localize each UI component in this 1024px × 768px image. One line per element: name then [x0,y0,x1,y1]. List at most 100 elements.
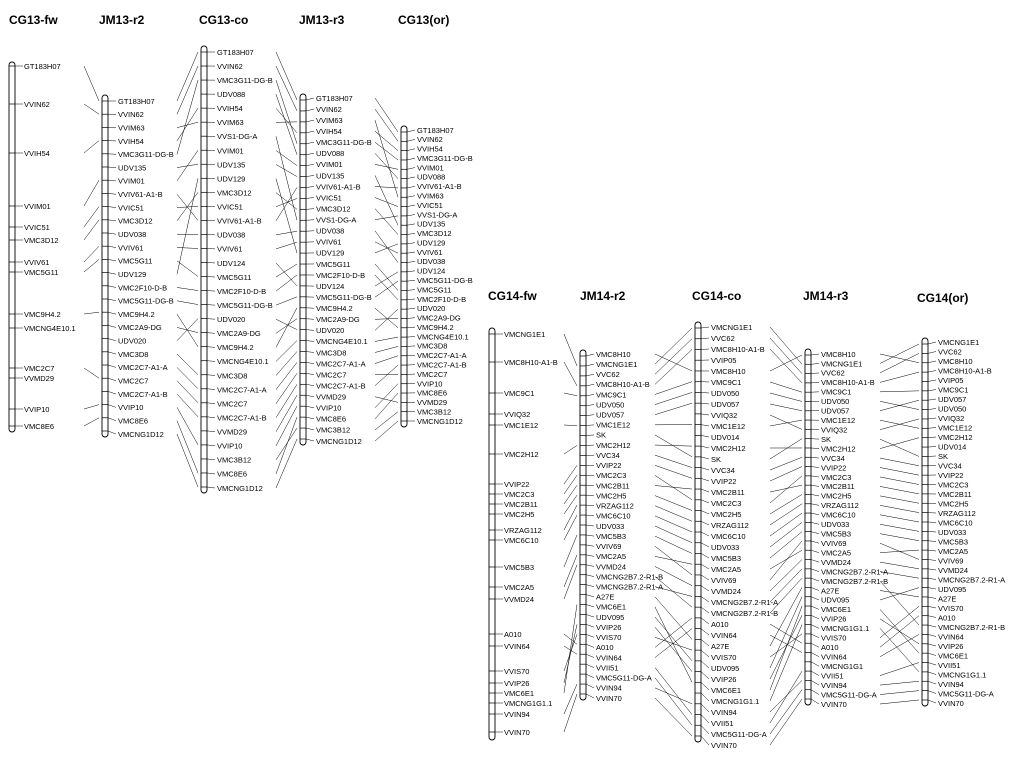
marker-leader [700,606,710,614]
marker-leader [810,363,820,365]
marker-label: VMCNG1E1 [596,360,637,369]
homology-line [879,343,920,364]
marker-leader [585,634,595,638]
marker-leader [700,488,710,493]
marker-label: VMC8H10-A1-B [596,380,650,389]
homology-line [563,624,578,684]
marker-label: VVIV61-A1-B [316,182,361,191]
marker-label: VVIM63 [417,192,444,201]
marker-leader [810,512,820,516]
homology-line [654,349,693,385]
marker-leader [406,204,416,207]
homology-line [769,698,803,746]
marker-label: VMCNG1G1.1 [711,697,759,706]
homology-line [83,367,100,379]
marker-label: VMC9H4.2 [316,304,353,313]
marker-label: VVMD24 [504,595,534,604]
marker-label: VMC2C3 [504,490,534,499]
homology-line [879,662,920,676]
homology-line [275,230,298,236]
marker-label: VVIP26 [938,642,963,651]
marker-label: VMC2A9-DG [316,315,360,324]
marker-label: VMC6C10 [596,512,631,521]
marker-label: VVIC51 [24,223,50,232]
homology-line [374,396,399,403]
homology-line [374,153,399,179]
marker-leader [927,379,937,382]
marker-leader [927,587,937,590]
homology-line [374,243,399,254]
marker-leader [700,682,710,691]
marker-leader [700,735,710,746]
marker-label: VMC2F10-D-B [217,287,266,296]
marker-leader [305,362,315,364]
marker-leader [700,392,710,394]
marker-label: VMC1E12 [504,421,538,430]
marker-label: UDV088 [217,90,245,99]
marker-label: VVIN64 [821,653,847,662]
marker-label: VMC6C10 [711,532,746,541]
marker-label: VVC62 [711,334,735,343]
marker-label: VMC3D12 [118,217,153,226]
marker-leader [810,466,820,468]
chromosome-cg13-fw: CG13-fwGT183H07VVIN62VVIH54VVIM01VVIC51V… [8,13,76,433]
marker-label: UDV038 [217,231,245,240]
marker-label: VVIN70 [596,694,622,703]
homology-line [654,606,693,683]
marker-leader [206,458,216,461]
marker-label: VMC2B11 [504,500,538,509]
homology-line [563,534,578,568]
homology-line [374,318,399,320]
marker-leader [927,521,937,523]
marker-leader [585,504,595,507]
marker-label: VMC5G11-DG-A [938,689,994,698]
chromosome-cg13-or-: CG13(or)GT183H07VVIN62VVIH54VMC3G11-DG-B… [398,13,473,428]
homology-line [275,94,298,155]
marker-leader [206,332,216,334]
homology-line [769,540,803,581]
marker-label: VVIN64 [938,632,964,641]
marker-label: UDV020 [316,326,344,335]
marker-label: VMCNG1E1 [938,338,979,347]
marker-leader [927,408,937,410]
marker-label: VVC34 [596,451,620,460]
marker-leader [406,195,416,198]
marker-leader [585,363,595,367]
marker-label: VMC2C3 [596,471,626,480]
homology-line [374,164,399,170]
homology-line [374,215,399,220]
marker-leader [406,167,416,170]
chromosome-bar [804,348,812,706]
homology-line [275,296,298,306]
chromosome-bar [400,125,408,428]
marker-label: VMC2H5 [711,510,741,519]
marker-leader [810,680,820,686]
homology-line [769,403,803,412]
marker-leader [107,245,117,248]
homology-line [176,150,199,182]
chromosome-title: CG14-fw [488,289,537,303]
chromosome-title: CG13-fw [9,13,58,27]
marker-label: VMCNG1G1.1 [938,670,986,679]
marker-leader [810,698,820,705]
chromosome-title: CG14(or) [917,291,968,305]
homology-line [654,627,693,672]
marker-label: VMC1E12 [821,416,855,425]
marker-label: VVIP26 [821,615,846,624]
marker-leader [305,427,315,431]
marker-leader [927,389,937,392]
marker-label: VVIN62 [217,62,243,71]
homology-line [879,561,920,570]
marker-label: SK [596,431,606,440]
marker-leader [406,317,416,319]
marker-label: UDV095 [711,664,739,673]
homology-line [769,475,803,504]
homology-line [275,319,298,330]
marker-label: VVIV61 [118,243,143,252]
marker-label: VMC5G11-DG-B [118,297,174,306]
homology-line [176,79,199,155]
marker-label: A27E [821,586,839,595]
marker-label: VMC9H4.2 [217,343,254,352]
marker-leader [406,214,416,217]
marker-leader [305,416,315,420]
